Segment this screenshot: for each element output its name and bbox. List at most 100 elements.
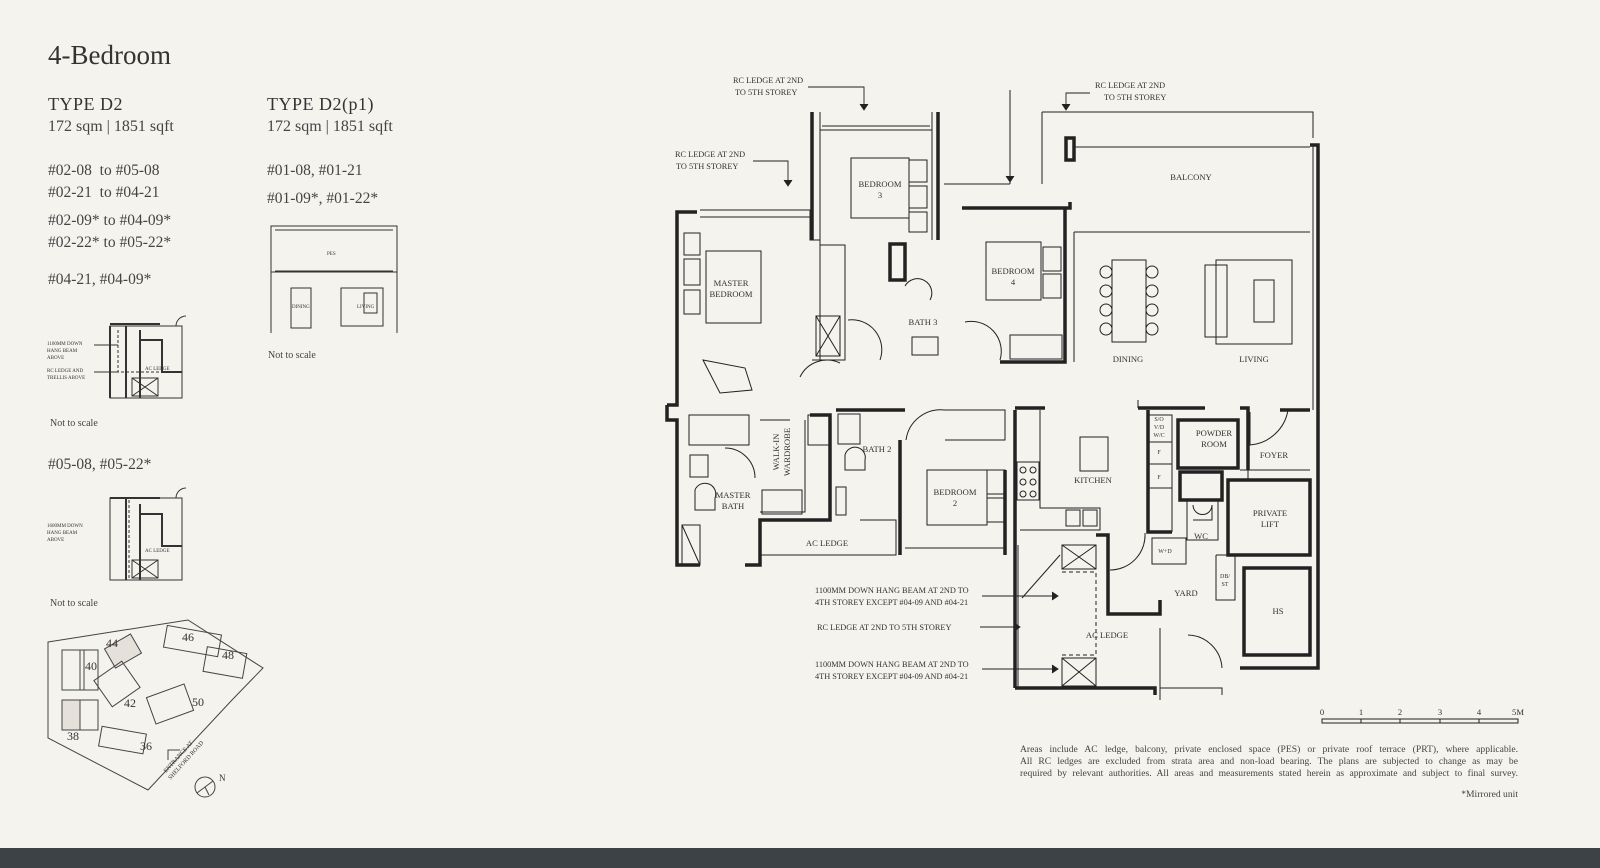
pes-label: PES <box>327 252 336 257</box>
annotation-rc-ledge: TO 5TH STOREY <box>1104 93 1166 102</box>
annotation-rc-ledge: RC LEDGE AT 2ND <box>675 150 745 159</box>
annotation-hang-beam: 1100MM DOWN HANG BEAM AT 2ND TO <box>815 660 969 669</box>
block-label: 44 <box>106 636 118 650</box>
variant-note: ABOVE <box>47 356 64 361</box>
block-label: 40 <box>85 659 97 673</box>
room-master-bath: BATH <box>722 501 744 511</box>
disclaimer-line: Areas include AC ledge, balcony, private… <box>1020 744 1518 755</box>
bottom-bar <box>0 848 1600 868</box>
room-walk-in-wardrobe: WARDROBE <box>782 428 792 476</box>
not-to-scale-note: Not to scale <box>50 598 98 609</box>
scale-tick: 1 <box>1359 707 1363 717</box>
variant-plan-2 <box>109 487 187 581</box>
variant-note: ABOVE <box>47 538 64 543</box>
not-to-scale-note: Not to scale <box>268 350 316 361</box>
room-private-lift: PRIVATE <box>1253 508 1287 518</box>
room-ac-ledge: AC LEDGE <box>806 538 848 548</box>
room-balcony: BALCONY <box>1170 172 1212 182</box>
scale-tick: 0 <box>1320 707 1324 717</box>
room-private-lift: LIFT <box>1261 519 1280 529</box>
variant-units: #05-08, #05-22* <box>48 456 152 473</box>
room-master-bedroom: BEDROOM <box>710 289 753 299</box>
annotation-rc-ledge: RC LEDGE AT 2ND <box>733 76 803 85</box>
block-label: 36 <box>140 739 152 753</box>
dining-label: DINING <box>292 305 310 310</box>
room-bath-2: BATH 2 <box>863 444 892 454</box>
scale-tick: 2 <box>1398 707 1402 717</box>
room-living: LIVING <box>1239 354 1269 364</box>
scale-bar <box>1321 718 1519 724</box>
block-label: 38 <box>67 729 79 743</box>
annotation-rc-ledge: TO 5TH STOREY <box>735 88 797 97</box>
room-bedroom-3-number: 3 <box>878 190 882 200</box>
annotation-hang-beam: 1100MM DOWN HANG BEAM AT 2ND TO <box>815 586 969 595</box>
variant-note: HANG BEAM <box>47 349 78 354</box>
variant-note: HANG BEAM <box>47 531 78 536</box>
washer-dryer-label: W+D <box>1158 549 1172 555</box>
living-label: LIVING <box>357 305 375 310</box>
block-label: 46 <box>182 630 194 644</box>
pes-plan <box>270 225 398 333</box>
room-master-bedroom: MASTER <box>714 278 749 288</box>
scale-tick: 4 <box>1477 707 1482 717</box>
type-d2p1-title: TYPE D2(p1) <box>267 94 374 114</box>
unit-range: #02-09* to #04-09* <box>48 212 172 229</box>
fridge-label: F <box>1157 475 1161 481</box>
room-bath-3: BATH 3 <box>909 317 938 327</box>
variant-note: RC LEDGE AND <box>47 369 84 374</box>
db-st-label: DB/ <box>1220 574 1230 580</box>
db-st-label: ST <box>1221 582 1228 588</box>
cabinet-label: S/O <box>1154 417 1164 423</box>
type-d2-area: 172 sqm | 1851 sqft <box>48 118 174 135</box>
room-bedroom-4-number: 4 <box>1011 277 1016 287</box>
unit-range: #02-08 to #05-08 <box>48 162 160 179</box>
variant-note: 1100MM DOWN <box>47 342 83 347</box>
variant-note: 1600MM DOWN <box>47 524 83 529</box>
room-bedroom-3: BEDROOM <box>859 179 902 189</box>
room-powder-room: POWDER <box>1196 428 1233 438</box>
annotation-rc-ledge: RC LEDGE AT 2ND <box>1095 81 1165 90</box>
page-title: 4-Bedroom <box>48 40 171 70</box>
room-yard: YARD <box>1174 588 1197 598</box>
room-bedroom-2: BEDROOM <box>934 487 977 497</box>
room-ac-ledge: AC LEDGE <box>1086 630 1128 640</box>
annotation-rc-ledge: TO 5TH STOREY <box>676 162 738 171</box>
unit-range: #01-09*, #01-22* <box>267 190 379 207</box>
disclaimer-line: All RC ledges are excluded from strata a… <box>1020 756 1518 768</box>
block-label: 50 <box>192 695 204 709</box>
type-d2p1-area: 172 sqm | 1851 sqft <box>267 118 393 135</box>
floor-plan <box>665 86 1519 724</box>
room-bedroom-4: BEDROOM <box>992 266 1035 276</box>
variant-plan-1 <box>94 315 187 399</box>
ac-ledge-label: AC LEDGE <box>145 367 170 372</box>
unit-range: #02-21 to #04-21 <box>48 184 160 201</box>
variant-note: TRELLIS ABOVE <box>47 376 85 381</box>
room-foyer: FOYER <box>1260 450 1288 460</box>
scale-tick: 5M <box>1512 707 1524 717</box>
not-to-scale-note: Not to scale <box>50 418 98 429</box>
room-master-bath: MASTER <box>716 490 751 500</box>
room-walk-in-wardrobe: WALK-IN <box>771 433 781 471</box>
ac-ledge-label: AC LEDGE <box>145 549 170 554</box>
cabinet-label: W/C <box>1153 433 1164 439</box>
room-kitchen: KITCHEN <box>1074 475 1113 485</box>
site-map <box>47 619 264 798</box>
type-d2-title: TYPE D2 <box>48 94 123 114</box>
mirrored-unit-note: *Mirrored unit <box>1461 789 1518 800</box>
north-label: N <box>219 773 226 783</box>
disclaimer-line: required by relevant authorities. All ar… <box>1020 768 1518 780</box>
fridge-label: F <box>1157 450 1161 456</box>
room-hs: HS <box>1273 606 1284 616</box>
disclaimer: Areas include AC ledge, balcony, private… <box>1020 744 1518 781</box>
room-powder-room: ROOM <box>1201 439 1227 449</box>
scale-tick: 3 <box>1438 707 1442 717</box>
cabinet-label: V/D <box>1154 425 1165 431</box>
block-label: 42 <box>124 696 136 710</box>
room-dining: DINING <box>1113 354 1144 364</box>
annotation-hang-beam: 4TH STOREY EXCEPT #04-09 AND #04-21 <box>815 598 968 607</box>
block-label: 48 <box>222 648 234 662</box>
annotation-rc-ledge: RC LEDGE AT 2ND TO 5TH STOREY <box>817 623 951 632</box>
room-wc: WC <box>1194 531 1208 541</box>
annotation-hang-beam: 4TH STOREY EXCEPT #04-09 AND #04-21 <box>815 672 968 681</box>
